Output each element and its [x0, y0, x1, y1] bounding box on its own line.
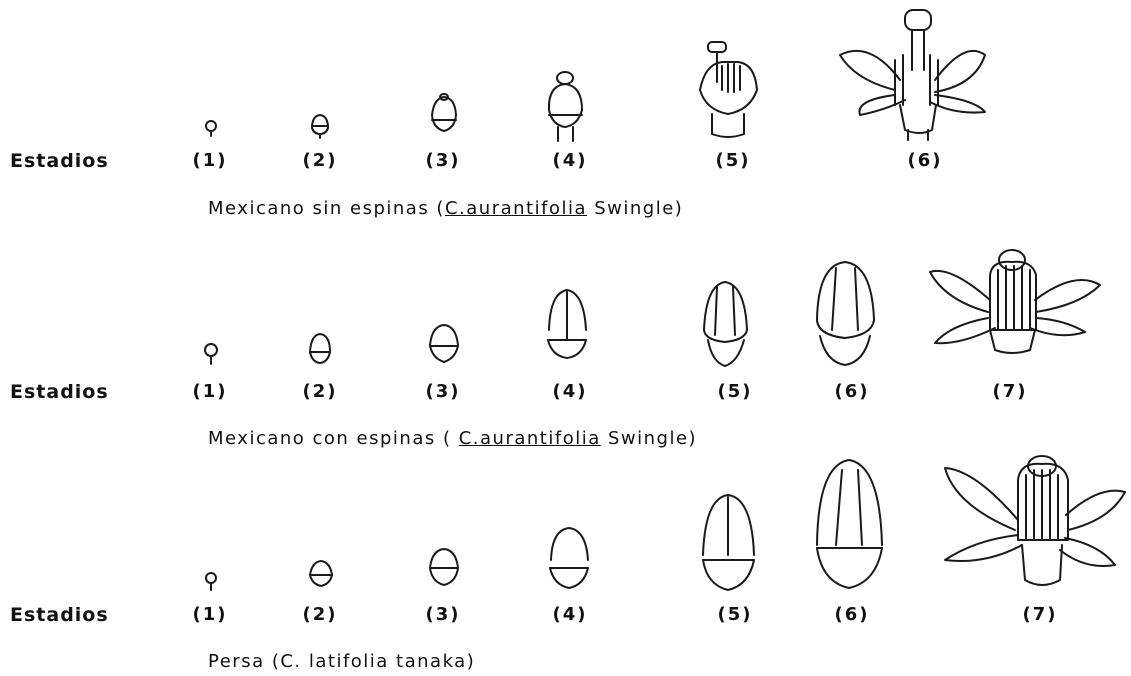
row3-bud-4 — [550, 528, 588, 588]
row2-bud-6 — [817, 262, 874, 365]
row1-bud-4 — [549, 72, 582, 141]
row3-bud-5 — [703, 495, 754, 590]
row1-flower-5 — [700, 42, 757, 137]
row2-bud-1 — [205, 344, 217, 364]
row2-flower-7 — [930, 250, 1100, 353]
row1-flower-6 — [840, 10, 985, 140]
row2-bud-3 — [430, 325, 458, 362]
row3-bud-1 — [206, 573, 216, 590]
row1-bud-2 — [312, 115, 328, 138]
row3-bud-3 — [430, 549, 458, 585]
row2-bud-5 — [704, 282, 747, 366]
row1-bud-3 — [432, 94, 456, 131]
row3-flower-7 — [945, 456, 1125, 585]
row2-bud-2 — [310, 334, 330, 363]
row2-bud-4 — [548, 290, 586, 358]
row3-bud-2 — [310, 561, 332, 586]
row1-bud-1 — [206, 121, 216, 136]
row3-bud-6 — [817, 460, 882, 588]
